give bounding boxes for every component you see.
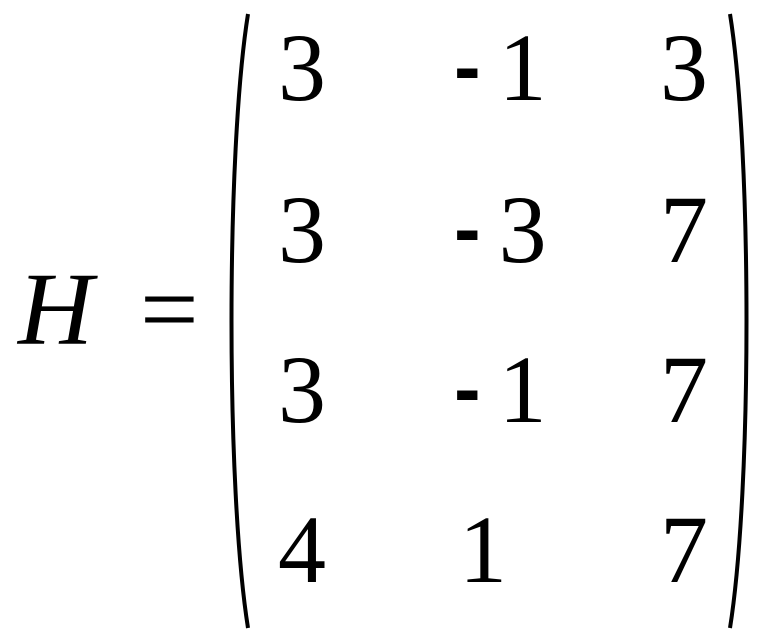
matrix-cell-r3-c3: 7 [660, 342, 708, 438]
minus-sign: - [454, 184, 481, 273]
matrix-cell-value: 3 [660, 14, 708, 121]
matrix-cell-value: 7 [660, 496, 708, 603]
matrix-cell-r2-c2: -3 [454, 182, 547, 278]
matrix-cell-value: 4 [278, 496, 326, 603]
matrix-cell-value: 1 [498, 336, 547, 443]
matrix-cell-value: 3 [278, 14, 326, 121]
matrix-cell-r1-c3: 3 [660, 20, 708, 116]
matrix-cell-r4-c3: 7 [660, 502, 708, 598]
matrix-cell-r3-c1: 3 [278, 342, 326, 438]
matrix-cell-value: 1 [459, 496, 507, 603]
matrix-cell-value: 1 [498, 14, 547, 121]
matrix-cell-value: 3 [278, 176, 326, 283]
matrix-cell-r3-c2: -1 [454, 342, 547, 438]
matrix-cell-r1-c2: -1 [454, 20, 547, 116]
matrix-cell-value: 7 [660, 336, 708, 443]
matrix-cell-r4-c1: 4 [278, 502, 326, 598]
right-parenthesis [726, 12, 756, 630]
matrix-variable: H [18, 252, 94, 367]
matrix-cell-r2-c1: 3 [278, 182, 326, 278]
equals-sign: = [140, 252, 199, 367]
matrix-cell-r4-c2: 1 [459, 502, 507, 598]
matrix-cell-r1-c1: 3 [278, 20, 326, 116]
matrix-cell-value: 3 [278, 336, 326, 443]
matrix-cell-r2-c3: 7 [660, 182, 708, 278]
minus-sign: - [454, 344, 481, 433]
matrix-cell-value: 3 [498, 176, 547, 283]
matrix-cell-value: 7 [660, 176, 708, 283]
left-parenthesis [222, 12, 252, 630]
minus-sign: - [454, 22, 481, 111]
